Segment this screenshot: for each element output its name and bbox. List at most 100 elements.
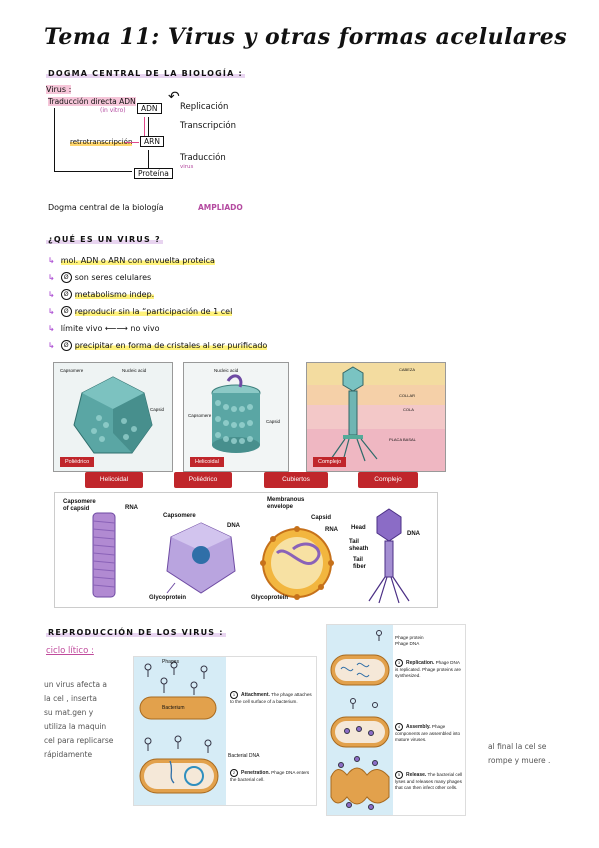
reproduccion-heading: REPRODUCCIÓN DE LOS VIRUS : [46, 628, 226, 637]
dogma-heading: DOGMA CENTRAL DE LA BIOLOGÍA : [46, 69, 245, 78]
panel-label-collar: COLLAR [399, 393, 416, 398]
helicoidal-tag: Helicoidal [85, 472, 143, 488]
panel-label-capsomere: Capsomere [60, 368, 84, 373]
panel-label-capsid: Capsid [150, 407, 165, 412]
enveloped-model [260, 526, 334, 600]
adn-box: ADN [137, 103, 162, 114]
polyhedral-virus-image [73, 376, 153, 454]
phage-dna-label: Phage DNA [395, 640, 420, 646]
complex-model [368, 508, 410, 604]
step-number: 4 [395, 723, 403, 731]
step-number: 3 [395, 659, 403, 667]
bacterium-label: Bacterium [162, 705, 185, 711]
capsomere-of-capsid-label: Capsomere of capsid [63, 499, 96, 512]
capsid-label: Capsid [311, 515, 332, 521]
step-number: 2 [230, 769, 238, 777]
ampliado-label: AMPLIADO [198, 203, 243, 212]
polyhedral-label: Poliédrico [60, 457, 95, 467]
poliedrico-tag: Poliédrico [174, 472, 232, 488]
tail-fiber-label: Tail fiber [353, 557, 367, 570]
traduccion-directa-label: Traducción directa ADN [48, 97, 136, 106]
que-es-heading: ¿QUÉ ES UN VIRUS ? [46, 235, 163, 244]
virus-types-figure: Capsomere of capsid RNA Capsomere DNA Gl… [54, 492, 438, 608]
panel-label-cabeza: CABEZA [399, 367, 416, 372]
step-number: 5 [395, 771, 403, 779]
panel-label-nucleic-acid: Nucleic acid [122, 368, 147, 373]
step-number: 1 [230, 691, 238, 699]
complex-panel: CABEZA COLLAR COLA PLACA BASAL Complejo [306, 362, 446, 472]
arrow-icon: ↳ [48, 341, 55, 350]
left-note: un virus afecta a la cel , inserta su ma… [44, 680, 114, 759]
no-icon: Ø [60, 306, 72, 317]
list-item: ↳límite vivo ⟵⟶ no vivo [48, 324, 160, 333]
tail-sheath-label: Tail sheath [349, 539, 369, 552]
cubiertos-tag: Cubiertos [264, 472, 328, 488]
complejo-tag: Complejo [358, 472, 418, 488]
retrotranscripcion-label: retrotranscripción [70, 138, 133, 146]
polyhedral-model [166, 522, 236, 594]
no-icon: Ø [60, 272, 72, 283]
arrow-icon: ↳ [48, 324, 55, 333]
arn-proteina-arrow [148, 150, 150, 168]
virus-label: Virus : [46, 85, 72, 94]
panel-label-cola: COLA [403, 407, 414, 412]
rna-label: RNA [125, 505, 138, 511]
head-label: Head [351, 525, 366, 531]
transcripcion-label: Transcripción [180, 121, 237, 131]
dna-label-2: DNA [407, 531, 420, 537]
lytic-right-image [330, 630, 390, 810]
arrow-icon: ↳ [48, 273, 55, 282]
in-vitro-label: (in vitro) [100, 107, 126, 114]
no-icon: Ø [60, 340, 72, 351]
helical-label: Helicoidal [190, 457, 224, 467]
panel-label-nucleic-acid: Nucleic acid [214, 368, 239, 373]
virus-small-label: virus [180, 164, 194, 170]
virus-types-image [92, 508, 410, 604]
retro-arrow [125, 142, 139, 144]
helical-model [92, 512, 116, 598]
dna-label: DNA [227, 523, 240, 529]
ciclo-litico-label: ciclo lítico : [46, 646, 94, 656]
panel-label-capsid: Capsid [266, 419, 281, 424]
complex-label: Complejo [313, 457, 347, 467]
arrow-icon: ↳ [48, 256, 55, 265]
proteina-box: Proteína [134, 168, 173, 179]
virus-bracket-bottom [54, 171, 132, 173]
capsomere-label: Capsomere [163, 513, 196, 519]
que-es-list: ↳mol. ADN o ARN con envuelta proteica ↳ Ø… [48, 252, 268, 354]
arrow-icon: ↳ [48, 290, 55, 299]
glycoprotein-label-2: Glycoprotein [251, 595, 289, 601]
list-item: ↳mol. ADN o ARN con envuelta proteica [48, 256, 215, 265]
virus-bracket-line [54, 108, 56, 172]
dogma-ampliado-text: Dogma central de la biología [48, 203, 164, 212]
panel-label-capsomere: Capsomere [188, 413, 212, 418]
lytic-left-image [139, 661, 219, 794]
helical-panel: Nucleic acid Capsomere Capsid Helicoidal [183, 362, 289, 472]
traduccion-label: Traducción [180, 153, 226, 163]
page-title: Tema 11: Virus y otras formas acelulares [44, 24, 568, 50]
phage-legend: Phage protein Phage DNA [395, 635, 463, 646]
arn-box: ARN [140, 136, 164, 147]
bacterial-dna-label: Bacterial DNA [228, 753, 260, 759]
replicacion-loop-icon: ↶ [168, 89, 180, 105]
complex-virus-image [307, 363, 445, 471]
reverse-arrow [144, 117, 146, 136]
right-note: al final la cel se rompe y muere . [488, 742, 551, 765]
no-icon: Ø [60, 289, 72, 300]
rna-label-2: RNA [325, 527, 338, 533]
replicacion-label: Replicación [180, 102, 229, 112]
helical-virus-image [211, 374, 261, 453]
arrow-icon: ↳ [48, 307, 55, 316]
phage-protein-label: Phage protein [395, 635, 424, 640]
